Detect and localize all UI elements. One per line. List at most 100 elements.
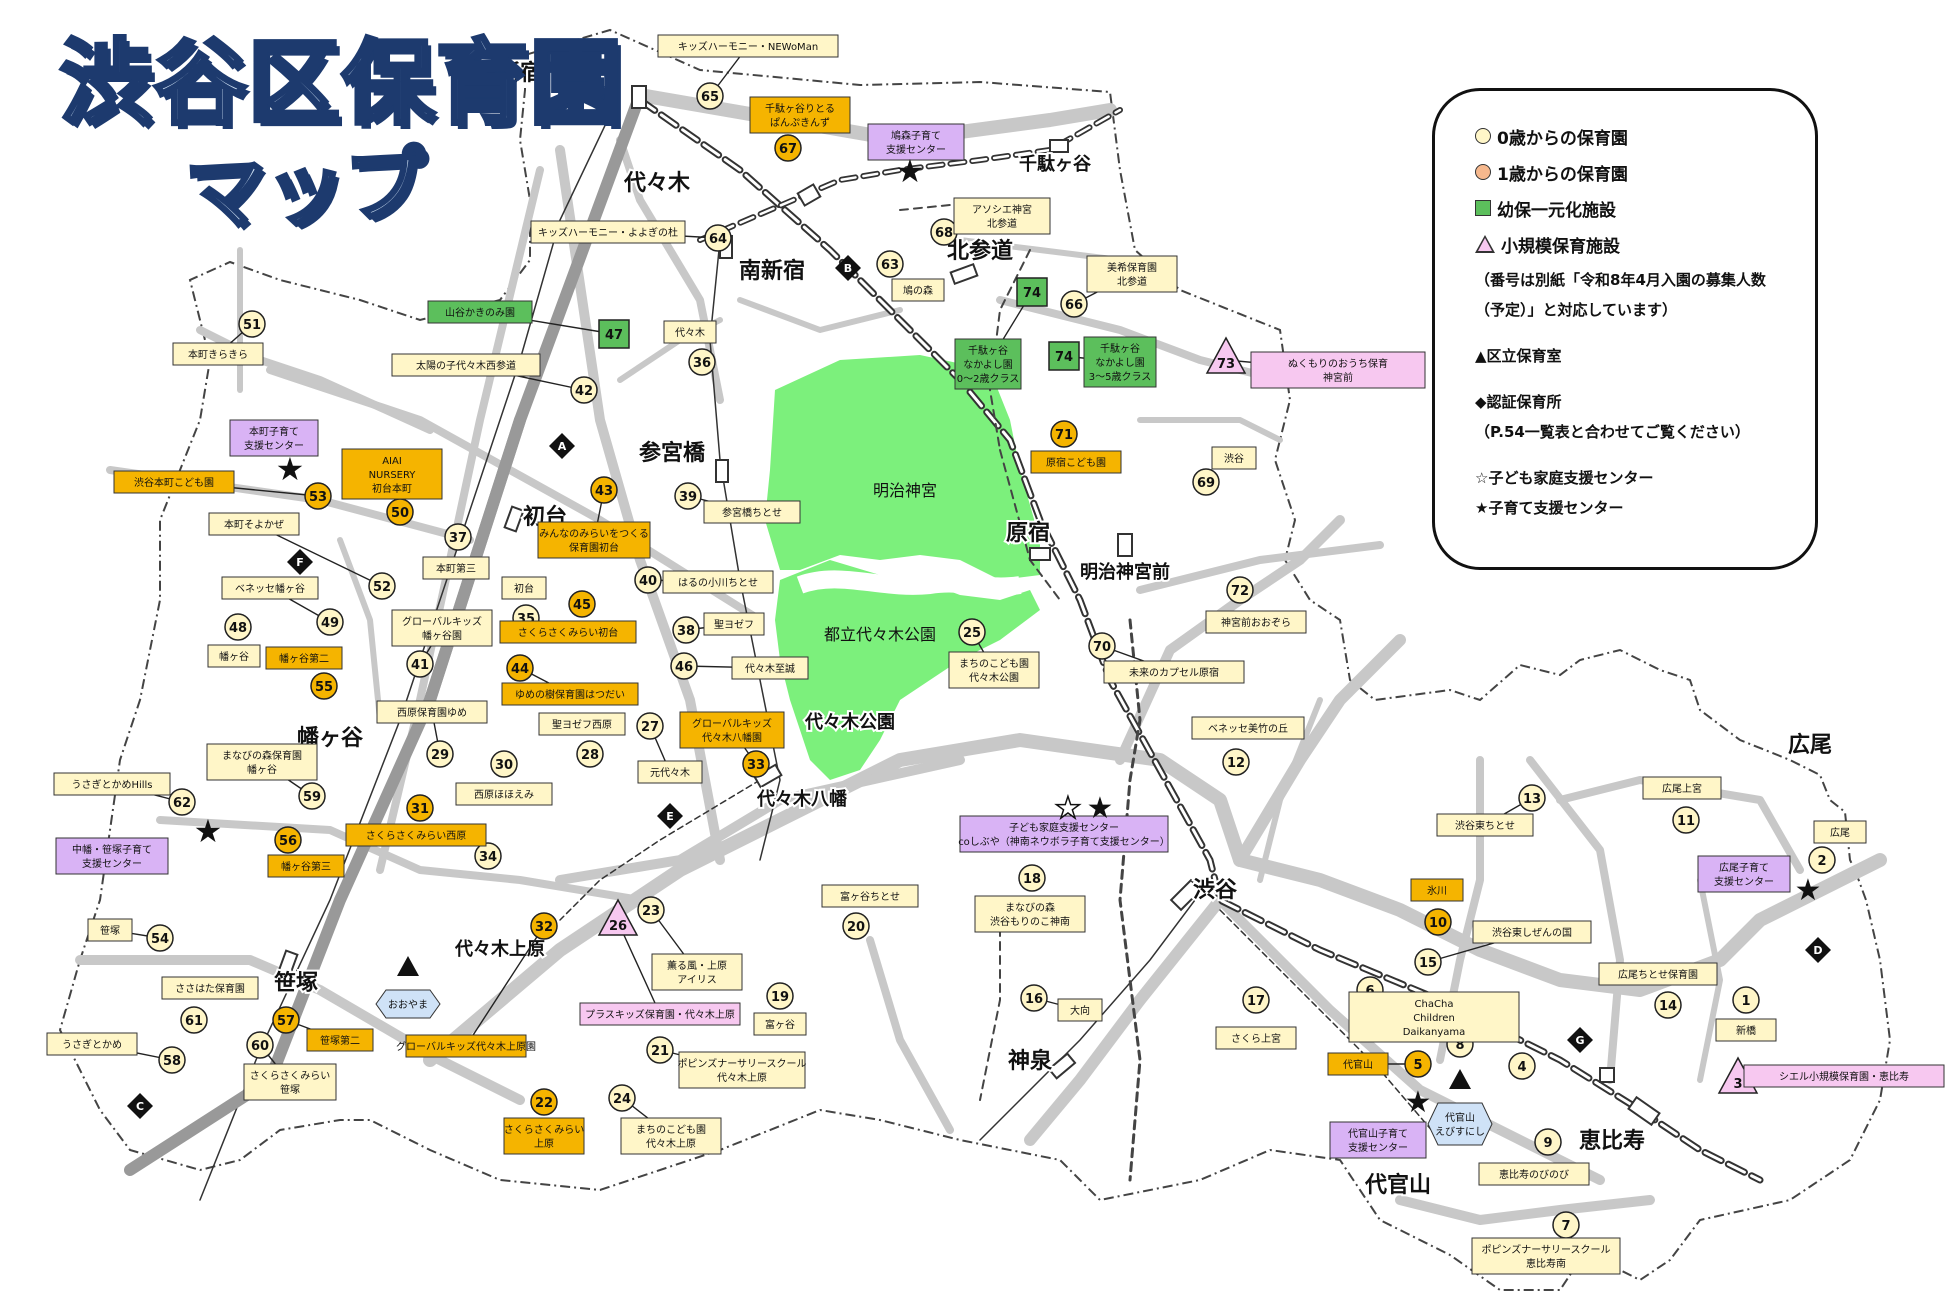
nintei-marker[interactable]: D xyxy=(1805,937,1831,963)
facility-marker[interactable]: 68 xyxy=(930,218,958,246)
facility-marker[interactable]: 74 xyxy=(1016,277,1048,307)
facility-marker[interactable]: 2 xyxy=(1808,846,1836,874)
facility-marker[interactable]: 44 xyxy=(506,654,534,682)
nintei-marker[interactable]: B xyxy=(835,255,861,281)
facility-marker[interactable]: 11 xyxy=(1672,806,1700,834)
facility-label: 広尾ちとせ保育園 xyxy=(1598,962,1718,986)
facility-marker[interactable]: 42 xyxy=(570,376,598,404)
facility-marker[interactable]: 46 xyxy=(670,652,698,680)
facility-marker[interactable]: 17 xyxy=(1242,986,1270,1014)
facility-marker[interactable]: 54 xyxy=(146,924,174,952)
facility-marker[interactable]: 69 xyxy=(1192,468,1220,496)
facility-label: 幡ヶ谷第二 xyxy=(265,646,343,670)
facility-marker[interactable]: 5 xyxy=(1404,1050,1432,1078)
facility-marker[interactable]: 47 xyxy=(598,319,630,349)
facility-marker[interactable]: 15 xyxy=(1414,948,1442,976)
facility-marker[interactable]: 39 xyxy=(674,482,702,510)
nintei-marker[interactable]: E xyxy=(657,803,683,829)
facility-marker[interactable]: 70 xyxy=(1088,632,1116,660)
facility-marker[interactable]: 20 xyxy=(842,912,870,940)
facility-number: 14 xyxy=(1659,999,1677,1014)
facility-marker[interactable]: 66 xyxy=(1060,290,1088,318)
facility-marker[interactable]: 26 xyxy=(597,898,639,936)
facility-marker[interactable]: 31 xyxy=(406,794,434,822)
facility-marker[interactable]: 7 xyxy=(1552,1211,1580,1239)
facility-marker[interactable]: 51 xyxy=(238,310,266,338)
facility-marker[interactable]: 52 xyxy=(368,572,396,600)
facility-marker[interactable]: 59 xyxy=(298,782,326,810)
facility-marker[interactable]: 9 xyxy=(1534,1128,1562,1156)
facility-marker[interactable]: 21 xyxy=(646,1036,674,1064)
svg-text:代々木上原: 代々木上原 xyxy=(717,1072,767,1084)
facility-marker[interactable]: 25 xyxy=(958,618,986,646)
facility-marker[interactable]: 34 xyxy=(474,842,502,870)
facility-label: 神宮前おおぞら xyxy=(1205,610,1307,634)
facility-marker[interactable]: 36 xyxy=(688,348,716,376)
facility-marker[interactable]: 41 xyxy=(406,650,434,678)
facility-marker[interactable]: 65 xyxy=(696,82,724,110)
svg-text:氷川: 氷川 xyxy=(1427,884,1447,897)
facility-marker[interactable]: 50 xyxy=(386,498,414,526)
facility-marker[interactable]: 58 xyxy=(158,1046,186,1074)
facility-number: 36 xyxy=(693,356,711,371)
facility-marker[interactable]: 24 xyxy=(608,1084,636,1112)
nintei-marker[interactable]: F xyxy=(287,549,313,575)
facility-marker[interactable]: 22 xyxy=(530,1088,558,1116)
facility-marker[interactable]: 33 xyxy=(742,750,770,778)
facility-marker[interactable]: 72 xyxy=(1226,576,1254,604)
facility-marker[interactable]: 16 xyxy=(1020,984,1048,1012)
facility-label: さくらさくみらい初台 xyxy=(499,620,637,644)
facility-marker[interactable]: 48 xyxy=(224,613,252,641)
facility-marker[interactable]: 27 xyxy=(636,712,664,740)
facility-marker[interactable]: 43 xyxy=(590,476,618,504)
facility-marker[interactable]: 63 xyxy=(876,250,904,278)
facility-marker[interactable]: 73 xyxy=(1205,336,1247,374)
facility-number: 47 xyxy=(605,328,623,343)
facility-marker[interactable]: 57 xyxy=(272,1006,300,1034)
nintei-marker[interactable]: A xyxy=(549,433,575,459)
facility-marker[interactable]: 23 xyxy=(637,896,665,924)
facility-marker[interactable]: 62 xyxy=(168,788,196,816)
legend-nintei-note: （P.54一覧表と合わせてご覧ください） xyxy=(1475,423,1750,441)
facility-marker[interactable]: 4 xyxy=(1508,1052,1536,1080)
nintei-marker[interactable]: C xyxy=(127,1093,153,1119)
facility-marker[interactable]: 29 xyxy=(426,740,454,768)
facility-marker[interactable]: 19 xyxy=(766,982,794,1010)
facility-marker[interactable]: 18 xyxy=(1018,864,1046,892)
facility-marker[interactable]: 28 xyxy=(576,740,604,768)
facility-marker[interactable]: 53 xyxy=(304,482,332,510)
facility-marker[interactable]: 32 xyxy=(530,912,558,940)
facility-marker[interactable]: 56 xyxy=(274,826,302,854)
facility-marker[interactable]: 45 xyxy=(568,590,596,618)
facility-marker[interactable]: 13 xyxy=(1518,784,1546,812)
facility-number: 32 xyxy=(535,920,553,935)
facility-connector xyxy=(617,921,661,1015)
svg-text:F: F xyxy=(296,556,304,569)
facility-marker[interactable]: 49 xyxy=(316,608,344,636)
facility-marker[interactable]: 64 xyxy=(704,224,732,252)
facility-marker[interactable]: 10 xyxy=(1424,908,1452,936)
facility-marker[interactable]: 38 xyxy=(672,616,700,644)
facility-marker[interactable]: 71 xyxy=(1050,420,1078,448)
station-label-shibuya: 渋谷 xyxy=(1193,877,1238,903)
facility-marker[interactable]: 1 xyxy=(1732,986,1760,1014)
facility-marker[interactable]: 67 xyxy=(774,134,802,162)
facility-marker[interactable]: 61 xyxy=(180,1006,208,1034)
facility-marker[interactable]: 14 xyxy=(1654,991,1682,1019)
nintei-marker[interactable]: G xyxy=(1567,1027,1593,1053)
facility-marker[interactable]: 37 xyxy=(444,523,472,551)
facility-marker[interactable]: 60 xyxy=(246,1031,274,1059)
facility-marker[interactable]: 12 xyxy=(1222,748,1250,776)
facility-marker[interactable]: 40 xyxy=(634,566,662,594)
facility-marker[interactable]: 30 xyxy=(490,750,518,778)
facility-number: 2 xyxy=(1817,854,1826,869)
kuritsu-marker[interactable]: おおやま xyxy=(375,956,441,1019)
facility-marker[interactable]: 55 xyxy=(310,672,338,700)
facility-label: 笹塚第二 xyxy=(306,1028,374,1052)
facility-marker[interactable]: 74 xyxy=(1048,341,1080,371)
